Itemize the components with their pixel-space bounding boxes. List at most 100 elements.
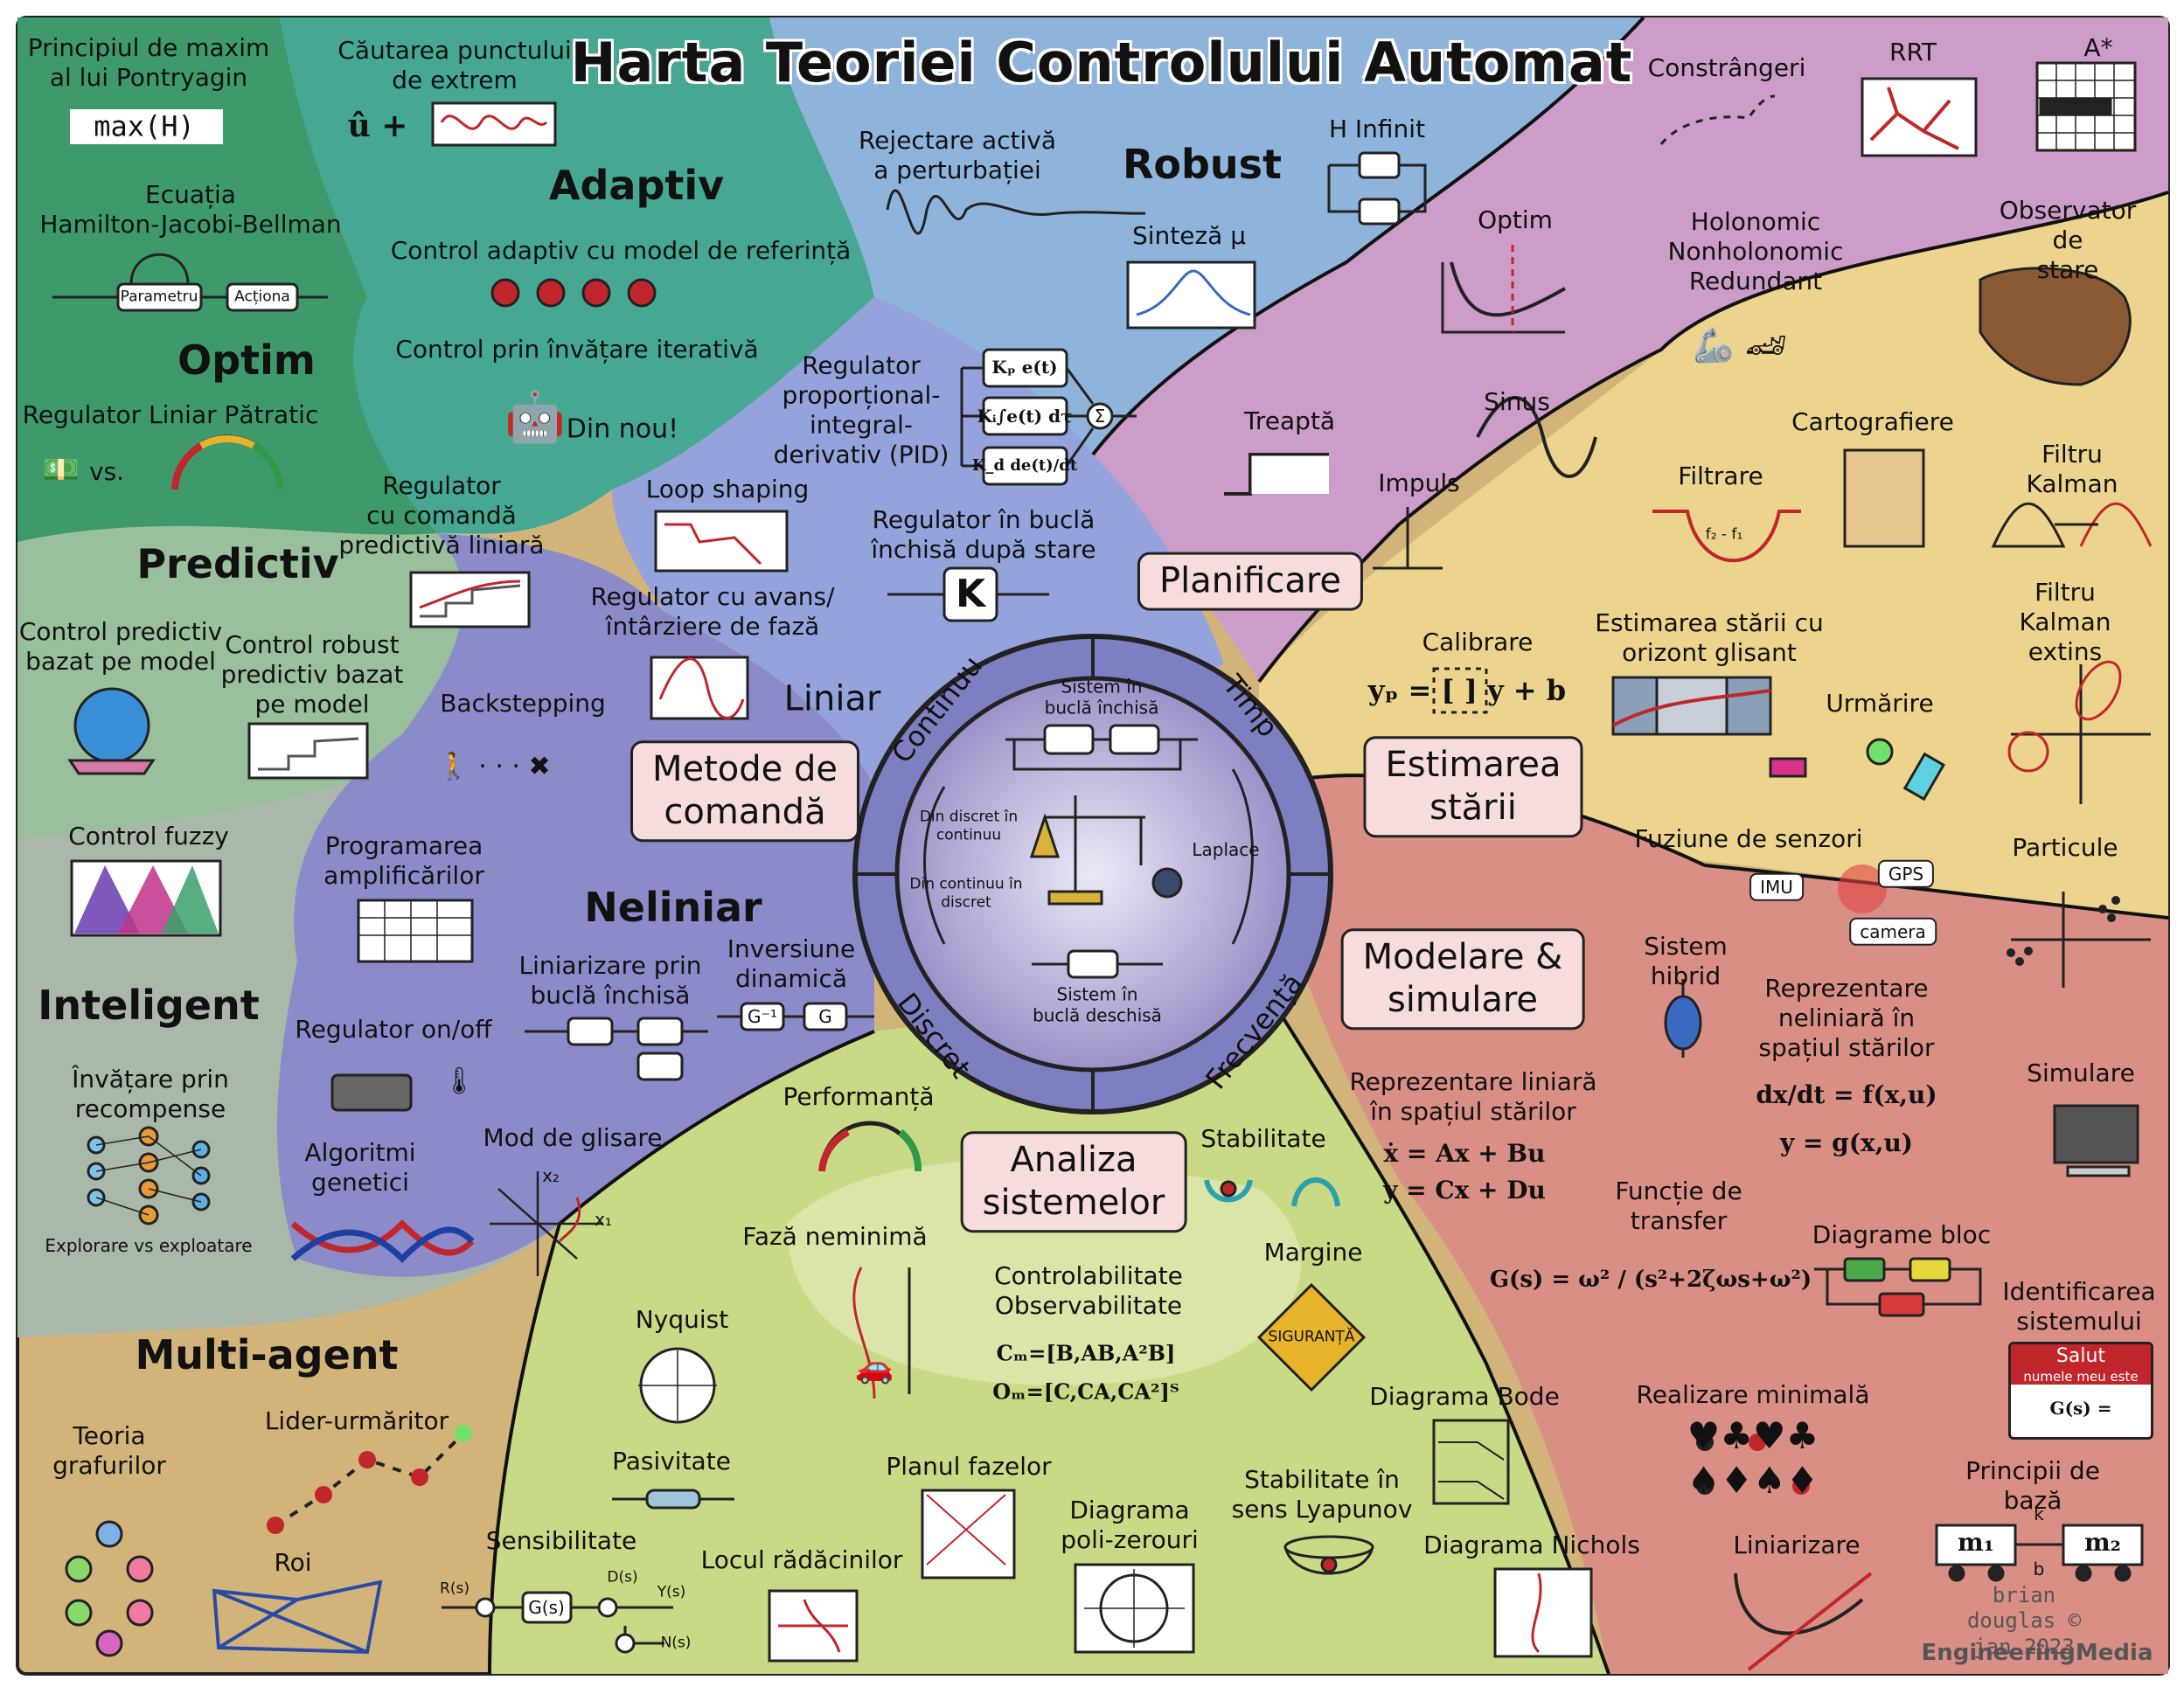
block-diagram-label: Diagrame bloc — [1812, 1219, 1992, 1249]
planning-optimal-label: Optim — [1478, 205, 1553, 234]
control-methods-box: Metode de comandă — [630, 740, 859, 842]
pid-sum-node: Σ — [1094, 405, 1106, 427]
pid-label: Regulator proporțional- integral- deriva… — [773, 351, 949, 470]
simulation-label: Simulare — [2027, 1058, 2135, 1087]
planning-box: Planificare — [1137, 552, 1364, 611]
nl-ss-eq1: dx/dt = f(x,u) — [1756, 1080, 1937, 1109]
constraints-label: Constrângeri — [1647, 52, 1806, 82]
lin-ss-label: Reprezentare liniară în spațiul stărilor — [1349, 1066, 1597, 1126]
pid-ki-block: Kᵢ∫e(t) dτ — [977, 405, 1073, 427]
mapping-label: Cartografiere — [1791, 406, 1954, 436]
spring-k-label: k — [2034, 1503, 2044, 1524]
region-robust — [769, 17, 1644, 455]
stability-label: Stabilitate — [1200, 1123, 1326, 1153]
cm-eq: Cₘ=[B,AB,A²B] — [996, 1340, 1176, 1366]
u-hat-label: û + — [347, 108, 408, 145]
lqr-label: Regulator Liniar Pătratic — [22, 399, 319, 429]
h-infinity-label: H Infinit — [1328, 114, 1426, 143]
damper-b-label: b — [2033, 1558, 2045, 1579]
loop-shaping-label: Loop shaping — [645, 474, 810, 503]
explore-exploit-label: Explorare vs exploatare — [45, 1234, 253, 1256]
ilc-label: Control prin învățare iterativă — [395, 334, 759, 364]
particle-label: Particule — [2012, 832, 2118, 862]
pid-kd-block: K_d de(t)/dt — [971, 456, 1078, 476]
dyn-inv-g-block: G — [818, 1005, 832, 1027]
phase-plane-label: Planul fazelor — [886, 1451, 1052, 1481]
pid-kp-block: Kₚ e(t) — [991, 356, 1058, 378]
cards-icon: ♥♣♥♣ ♠♦♠♦ — [1687, 1413, 1819, 1502]
predictive-heading: Predictiv — [136, 539, 339, 587]
mhe-label: Estimarea stării cu orizont glisant — [1595, 607, 1824, 667]
laplace-label: Laplace — [1192, 838, 1260, 860]
gain-schedule-label: Programarea amplificărilor — [323, 830, 484, 890]
lamp-robot-icon: 🤖 — [504, 388, 566, 446]
multiagent-heading: Multi-agent — [135, 1330, 399, 1378]
kalman-label: Filtru Kalman — [2026, 439, 2118, 498]
d2c-label: Din discret în continuu — [919, 808, 1019, 844]
lin-ss-eq2: y = Cx + Du — [1383, 1175, 1546, 1205]
root-locus-label: Locul rădăcinilor — [700, 1545, 903, 1574]
dyn-inv-ginv-block: G⁻¹ — [747, 1005, 778, 1027]
hello-name-tag: Salut numele meu este G(s) = 5/(s²+1) — [2008, 1342, 2153, 1440]
ga-label: Algoritmi genetici — [304, 1137, 416, 1197]
map-title: Harta Teoriei Controlului Automat — [570, 31, 1633, 95]
nl-ss-label: Reprezentare neliniară în spațiul stăril… — [1758, 973, 1935, 1063]
mu-synthesis-label: Sinteză μ — [1131, 220, 1247, 250]
fb-lin-label: Liniarizare prin buclă închisă — [518, 950, 702, 1010]
lyapunov-label: Stabilitate în sens Lyapunov — [1231, 1464, 1413, 1524]
first-principles-label: Principii de bază — [1965, 1455, 2100, 1515]
tf-eq: G(s) = ω² / (s²+2ζωs+ω²) — [1489, 1267, 1812, 1294]
backstepping-label: Backstepping — [440, 688, 606, 718]
thermometer-icon: 🌡 — [442, 1066, 476, 1097]
rl-label: Învățare prin recompense — [72, 1064, 229, 1123]
leader-follower-label: Lider-urmăritor — [264, 1406, 449, 1435]
sliding-x2-label: x₂ — [542, 1164, 560, 1186]
region-planning — [1093, 17, 2168, 682]
robust-heading: Robust — [1122, 140, 1283, 188]
mrac-label: Control adaptiv cu model de referință — [390, 235, 852, 265]
linearization-label: Liniarizare — [1733, 1530, 1861, 1559]
car-icon: 🚗 — [854, 1350, 894, 1386]
camera-badge: camera — [1849, 917, 1937, 947]
intelligent-heading: Inteligent — [38, 981, 260, 1029]
extremum-label: Căutarea punctului de extrem — [337, 35, 572, 94]
nyquist-label: Nyquist — [635, 1304, 729, 1334]
open-loop-label: Sistem în buclă deschisă — [1033, 983, 1162, 1026]
ring-dividers — [855, 636, 1331, 1112]
balance-scale-icon — [1029, 795, 1183, 906]
sens-ys-label: Y(s) — [657, 1583, 686, 1601]
nonmin-phase-label: Fază neminimă — [742, 1221, 928, 1251]
decorative-pictograms — [52, 61, 2153, 1671]
hybrid-label: Sistem hibrid — [1644, 931, 1728, 990]
rmpc-label: Control robust predictiv bazat pe model — [220, 629, 404, 719]
walker-icon: 🚶 · · · ✖ — [437, 751, 551, 782]
hjb-label: Ecuația Hamilton-Jacobi-Bellman — [39, 179, 342, 239]
safety-sign-label: SIGURANȚĂ — [1268, 1328, 1355, 1346]
pontryagin-label: Principiul de maxim al lui Pontryagin — [27, 32, 270, 92]
observer-label: Observator de stare — [1999, 195, 2137, 285]
dyn-inv-label: Inversiune dinamică — [727, 934, 856, 993]
sens-ns-label: N(s) — [660, 1634, 692, 1652]
calibration-label: Calibrare — [1422, 627, 1534, 656]
mass1-label: m₁ — [1958, 1527, 1994, 1557]
graph-theory-label: Teoria grafurilor — [52, 1420, 166, 1480]
pz-map-label: Diagrama poli-zerouri — [1061, 1495, 1199, 1554]
sens-rs-label: R(s) — [440, 1579, 469, 1598]
brand-logo: EngineeringMedia — [1921, 1640, 2153, 1667]
passivity-label: Pasivitate — [612, 1446, 731, 1475]
closed-loop-label: Sistem în buclă închisă — [1044, 676, 1159, 719]
calibration-eq: yₚ = [ ] y + b — [1367, 673, 1567, 707]
max-h-label: max(H) — [94, 109, 195, 143]
center-arrows — [923, 738, 1254, 966]
sliding-x1-label: x₁ — [595, 1208, 612, 1230]
minreal-label: Realizare minimală — [1636, 1379, 1870, 1409]
hjb-act-label: Acționa — [234, 288, 290, 306]
impulse-label: Impuls — [1378, 468, 1460, 497]
linear-heading: Liniar — [783, 678, 881, 719]
author-credit: brian douglas © jan 2023 — [1966, 1583, 2082, 1659]
optimal-heading: Optim — [177, 336, 316, 384]
hello-tag-sub: numele meu este — [2011, 1369, 2151, 1385]
lead-lag-label: Regulator cu avans/ întârziere de fază — [590, 581, 835, 641]
filtering-label: Filtrare — [1678, 461, 1763, 490]
margin-label: Margine — [1263, 1237, 1363, 1267]
